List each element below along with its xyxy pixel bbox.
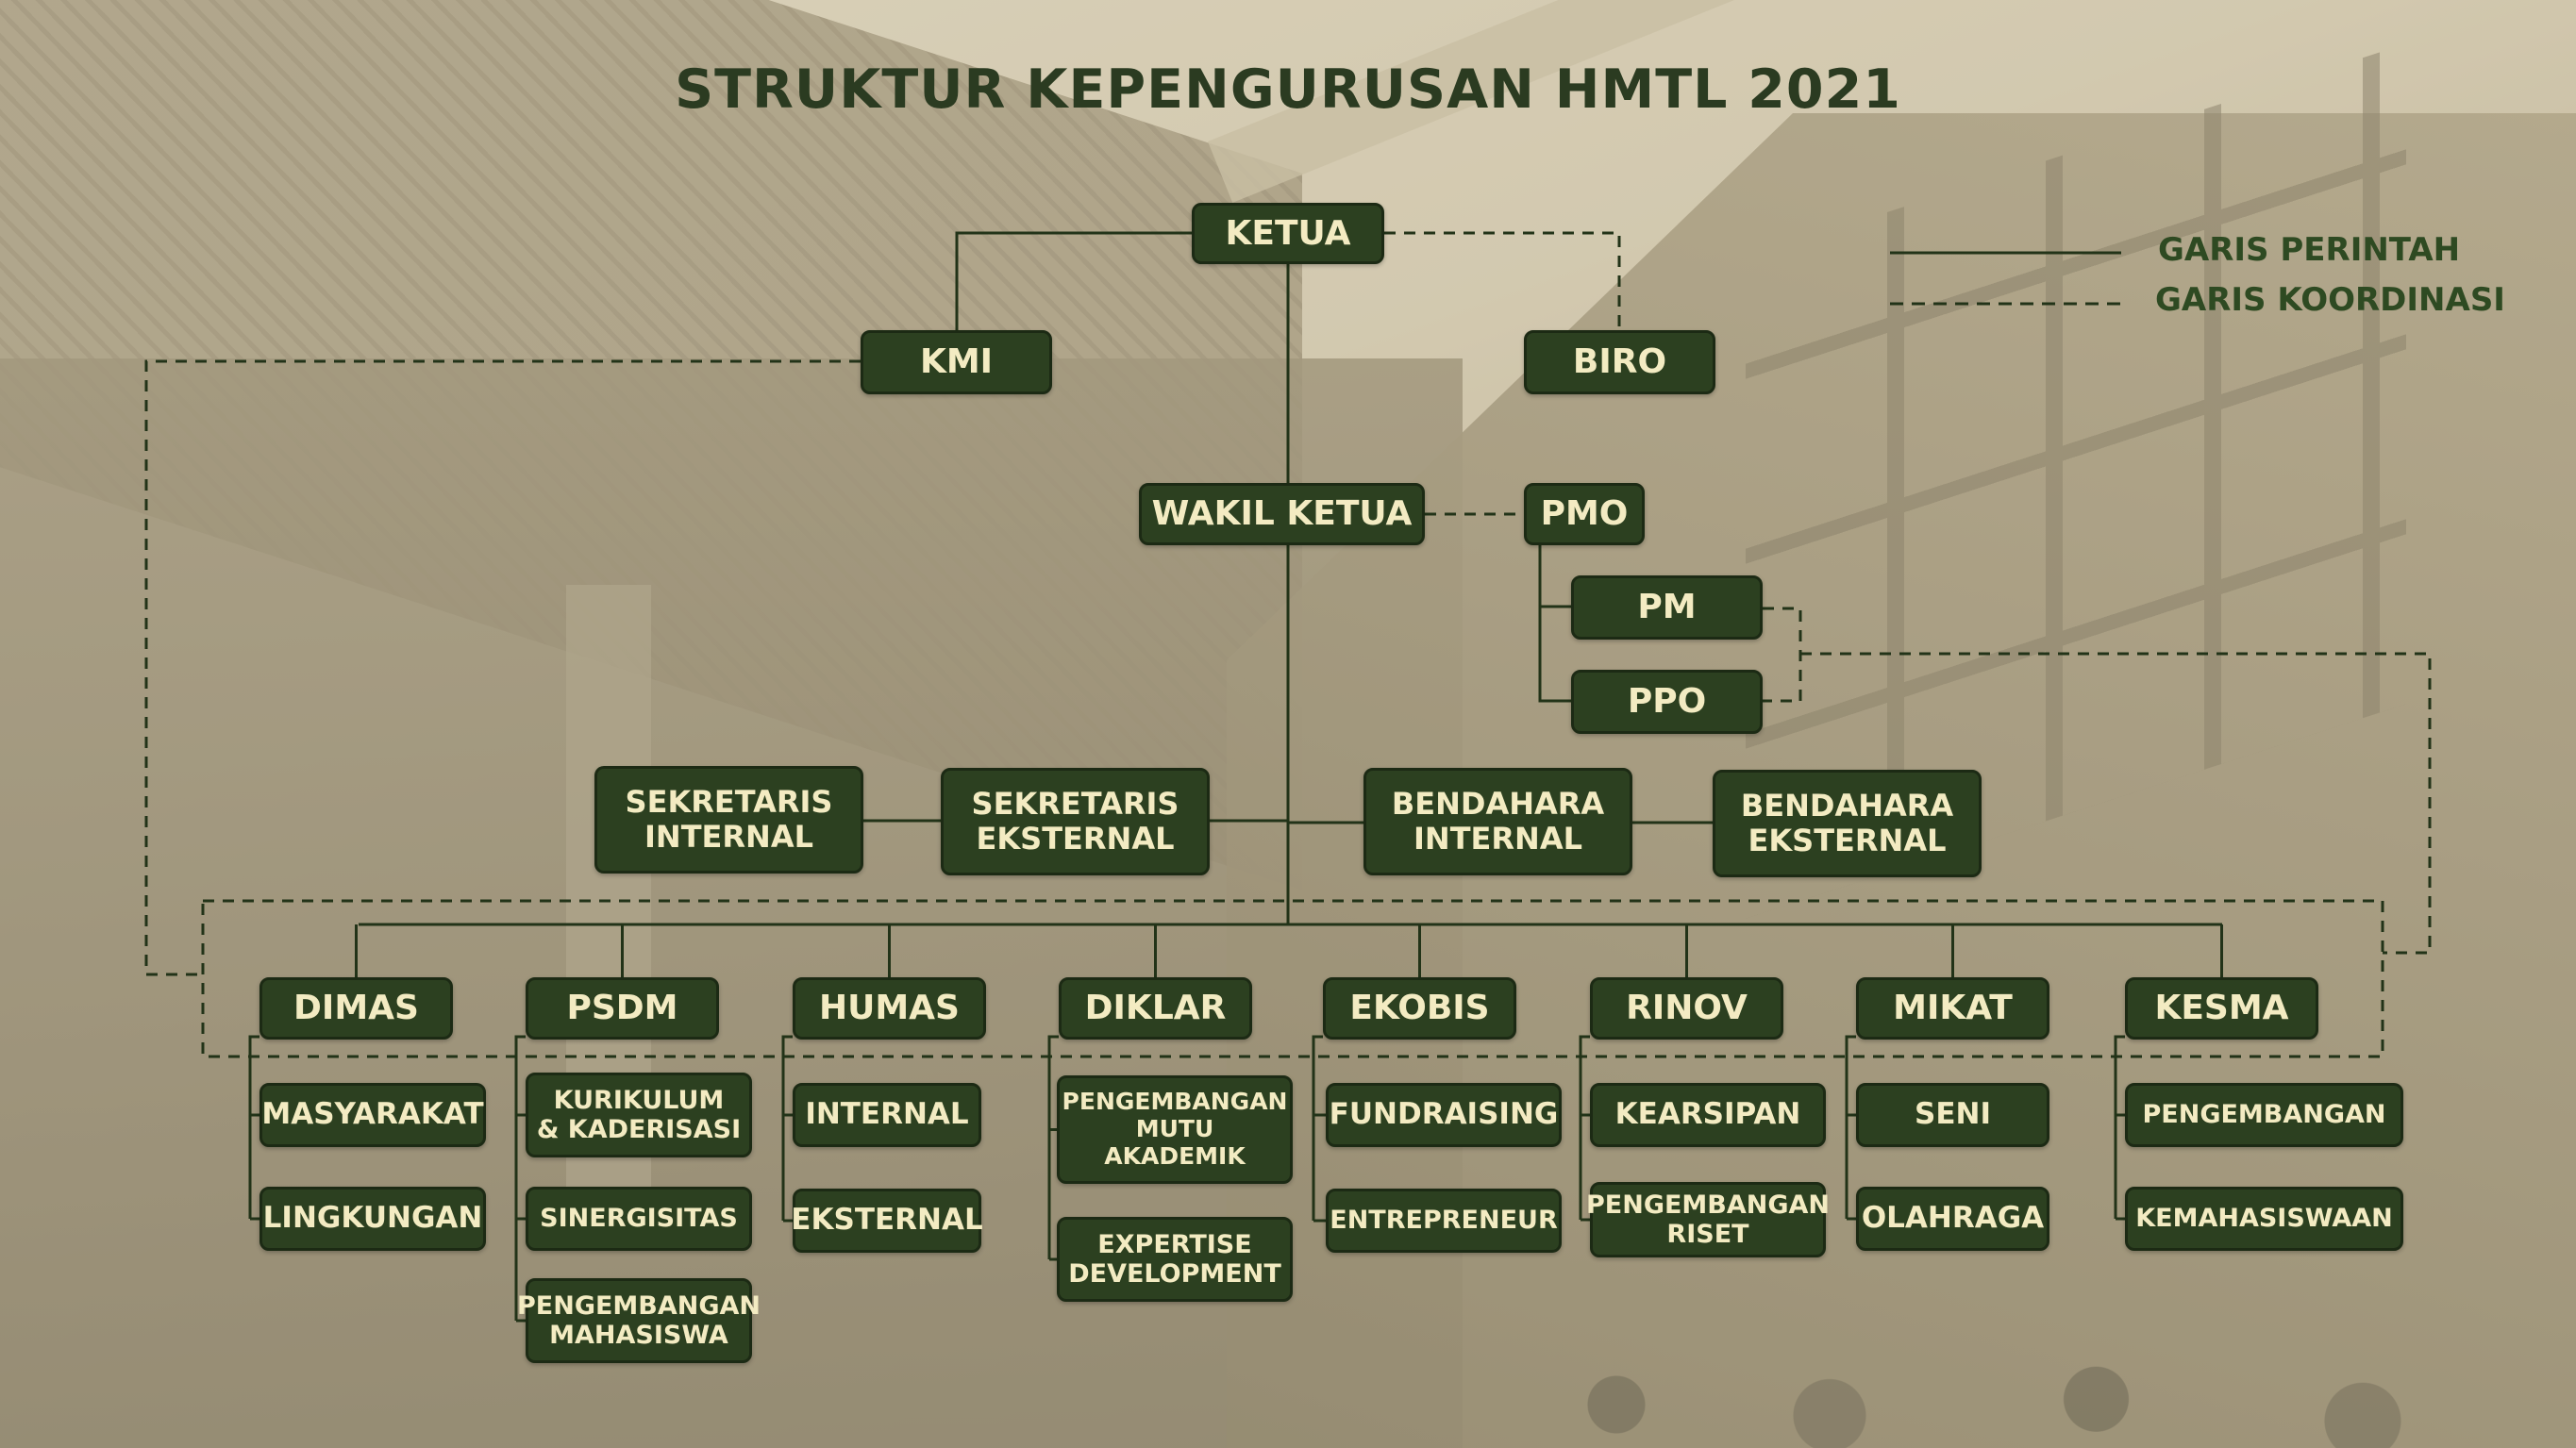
division-psdm-1: SINERGISITAS	[526, 1187, 752, 1251]
department-kesma: KESMA	[2125, 977, 2318, 1040]
division-humas-1: EKSTERNAL	[791, 1189, 983, 1253]
node-ppo: PPO	[1571, 670, 1763, 734]
line-pmo-ppo	[1538, 607, 1571, 703]
department-psdm: PSDM	[526, 977, 719, 1040]
line-stem-dimas	[248, 1035, 259, 1219]
division-mikat-0: SENI	[1856, 1083, 2049, 1147]
division-psdm-0: KURIKULUM& KADERISASI	[526, 1073, 752, 1157]
division-kesma-0: PENGEMBANGAN	[2125, 1083, 2403, 1147]
background-plants	[1510, 1340, 2576, 1448]
line-stem-psdm	[514, 1035, 526, 1321]
node-pm: PM	[1571, 575, 1763, 640]
line-pmo-pm	[1538, 541, 1571, 608]
division-dimas-0: MASYARAKAT	[259, 1083, 486, 1147]
division-kesma-1: KEMAHASISWAAN	[2125, 1187, 2403, 1251]
line-ketua-kmi	[955, 231, 1192, 330]
department-dimas: DIMAS	[259, 977, 453, 1040]
node-pmo: PMO	[1524, 483, 1645, 545]
department-ekobis: EKOBIS	[1323, 977, 1516, 1040]
division-ekobis-1: ENTREPRENEUR	[1326, 1189, 1562, 1253]
department-humas: HUMAS	[793, 977, 986, 1040]
division-humas-0: INTERNAL	[793, 1083, 981, 1147]
line-stem-mikat	[1845, 1035, 1856, 1219]
line-ketua-biro	[1384, 231, 1621, 330]
line-stem-ekobis	[1312, 1035, 1323, 1221]
node-ketua: KETUA	[1192, 203, 1384, 264]
line-stem-kesma	[2114, 1035, 2125, 1219]
line-kmi-coordination	[144, 359, 861, 976]
line-stem-rinov	[1579, 1035, 1590, 1220]
line-pm-ppo-bracket	[1763, 607, 1802, 703]
node-kmi: KMI	[861, 330, 1052, 394]
division-rinov-0: KEARSIPAN	[1590, 1083, 1826, 1147]
node-wakil-ketua: WAKIL KETUA	[1139, 483, 1425, 545]
department-mikat: MIKAT	[1856, 977, 2049, 1040]
division-mikat-1: OLAHRAGA	[1856, 1187, 2049, 1251]
line-stem-humas	[781, 1035, 793, 1221]
department-diklar: DIKLAR	[1059, 977, 1252, 1040]
legend-dashed-label: GARIS KOORDINASI	[2155, 281, 2505, 319]
node-biro: BIRO	[1524, 330, 1715, 394]
page-title: STRUKTUR KEPENGURUSAN HMTL 2021	[675, 58, 1901, 121]
department-coordination-frame	[201, 899, 2384, 1058]
legend-solid-label: GARIS PERINTAH	[2158, 231, 2461, 269]
department-rinov: RINOV	[1590, 977, 1783, 1040]
line-ppo-to-departments	[1800, 652, 2432, 955]
division-dimas-1: LINGKUNGAN	[259, 1187, 486, 1251]
division-ekobis-0: FUNDRAISING	[1326, 1083, 1562, 1147]
line-stem-diklar	[1047, 1035, 1059, 1259]
